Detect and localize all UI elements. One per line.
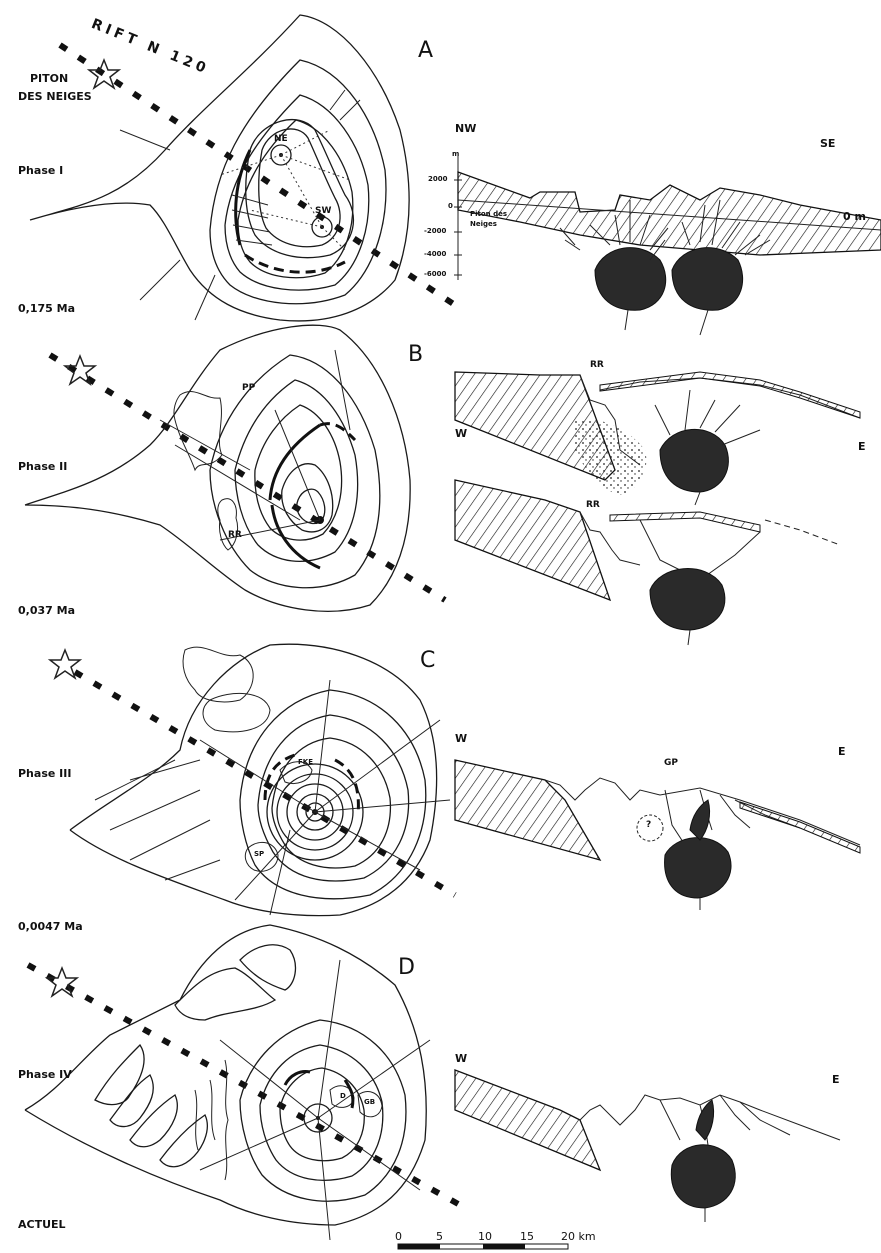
rift-line-a [60, 45, 455, 305]
panel-c-map [50, 644, 455, 915]
panel-b-letter: B [408, 342, 423, 367]
panel-d-age: ACTUEL [18, 1218, 66, 1231]
panel-b-section [455, 372, 860, 645]
axis-unit-m: m [452, 150, 459, 158]
panel-d-map [25, 925, 460, 1240]
scale-tick-10: 10 [478, 1230, 492, 1243]
vent-ne-label: NE [274, 134, 288, 144]
section-b-left: W [455, 427, 467, 440]
sea-level-label: 0 m [843, 210, 866, 223]
peak-label-line2: DES NEIGES [18, 90, 92, 103]
panel-d-phase: Phase IV [18, 1068, 72, 1081]
section-c-right: E [838, 745, 846, 758]
question-label: ? [646, 820, 651, 830]
panel-c-letter: C [420, 648, 435, 673]
section-d-right: E [832, 1073, 840, 1086]
panel-b-phase: Phase II [18, 460, 67, 473]
panel-b-age: 0,037 Ma [18, 604, 75, 617]
sp-label: SP [254, 850, 264, 858]
panel-a-phase: Phase I [18, 164, 63, 177]
panel-d-section [455, 1070, 840, 1222]
axis-m2000: -2000 [424, 227, 446, 235]
gb-label: GB [364, 1098, 375, 1106]
rr-section-top: RR [590, 360, 604, 370]
panel-a-age: 0,175 Ma [18, 302, 75, 315]
d-label: D [340, 1092, 346, 1100]
pp-label: PP [242, 383, 255, 393]
panel-a-map [30, 15, 455, 321]
section-a-left: NW [455, 122, 476, 135]
fke-label: FKE [298, 758, 313, 766]
scale-tick-15: 15 [520, 1230, 534, 1243]
gp-label: GP [664, 758, 678, 768]
panel-c-age: 0,0047 Ma [18, 920, 83, 933]
axis-m4000: -4000 [424, 250, 446, 258]
section-peak-line2: Neiges [470, 220, 497, 228]
section-c-left: W [455, 732, 467, 745]
panel-d-letter: D [398, 955, 415, 980]
panel-c-phase: Phase III [18, 767, 71, 780]
axis-m6000: -6000 [424, 270, 446, 278]
section-b-right: E [858, 440, 866, 453]
rift-line-d [28, 965, 460, 1205]
vent-sw-label: SW [315, 206, 331, 216]
scale-bar [398, 1244, 568, 1249]
panel-a-section [454, 155, 881, 335]
scale-tick-0: 0 [395, 1230, 402, 1243]
scale-tick-20: 20 km [561, 1230, 596, 1243]
axis-2000: 2000 [428, 175, 447, 183]
section-d-left: W [455, 1052, 467, 1065]
panel-a-letter: A [418, 38, 433, 63]
panel-c-section [455, 760, 860, 910]
section-a-right: SE [820, 137, 835, 150]
rr-map-label: RR [228, 530, 242, 540]
axis-0: 0 [448, 202, 453, 210]
scale-tick-5: 5 [436, 1230, 443, 1243]
rr-section-bottom: RR [586, 500, 600, 510]
peak-label-line1: PITON [30, 72, 68, 85]
rift-line-c [75, 672, 455, 895]
panel-b-map [25, 325, 445, 611]
section-peak-line1: Piton des [470, 210, 507, 218]
